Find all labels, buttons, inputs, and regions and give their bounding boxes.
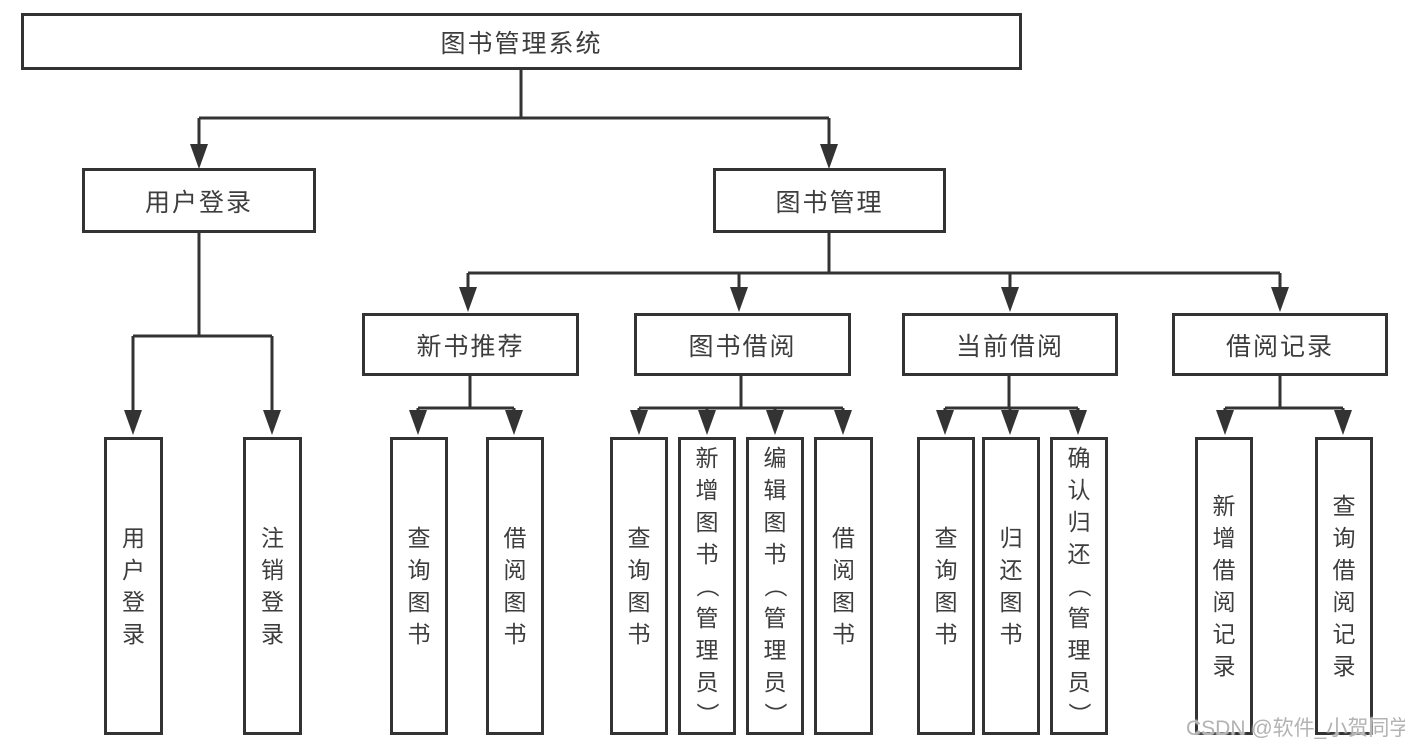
node-label: 借阅图书 xyxy=(832,525,855,647)
node-label: 当前借阅 xyxy=(955,332,1064,361)
node-label: 借阅记录 xyxy=(1225,332,1334,361)
leaf-borrow-borrow-books: 借阅图书 xyxy=(814,437,873,735)
leaf-current-confirm-return-admin: 确认归还（管理员） xyxy=(1050,437,1108,735)
connector-new-book-recommend-branch xyxy=(416,372,516,414)
leaf-borrow-add-books-admin: 新增图书（管理员） xyxy=(678,437,736,735)
node-current-borrow: 当前借阅 xyxy=(902,313,1118,376)
node-book-management: 图书管理 xyxy=(713,168,946,233)
connector-borrow-records-branch xyxy=(1223,372,1345,414)
node-label: 查询图书 xyxy=(407,525,431,647)
node-borrow-records: 借阅记录 xyxy=(1172,313,1388,376)
connector-root-branch xyxy=(197,66,831,148)
node-label: 新书推荐 xyxy=(416,332,525,361)
leaf-logout-login: 注销登录 xyxy=(243,437,302,735)
connector-book-borrow-branch xyxy=(637,372,845,414)
node-label: 注销登录 xyxy=(261,525,284,647)
node-label: 图书管理系统 xyxy=(440,29,603,58)
arrowheads xyxy=(124,144,1352,435)
csdn-watermark: CSDN @软件_小贺同学 xyxy=(1186,717,1405,740)
node-label: 确认归还（管理员） xyxy=(1066,445,1092,726)
node-label: 归还图书 xyxy=(999,525,1023,647)
node-label: 编辑图书（管理员） xyxy=(762,445,788,726)
node-label: 查询借阅记录 xyxy=(1332,493,1356,679)
leaf-current-return-books: 归还图书 xyxy=(982,437,1040,735)
leaf-borrow-query-books: 查询图书 xyxy=(610,437,668,735)
connector-current-borrow-branch xyxy=(943,372,1080,414)
node-label: 新增图书（管理员） xyxy=(694,445,720,726)
node-root-library-system: 图书管理系统 xyxy=(21,13,1022,70)
leaf-borrow-edit-books-admin: 编辑图书（管理员） xyxy=(746,437,804,735)
node-label: 查询图书 xyxy=(627,525,651,647)
leaf-records-add-borrow-record: 新增借阅记录 xyxy=(1195,437,1253,735)
node-label: 图书借阅 xyxy=(688,332,797,361)
node-label: 用户登录 xyxy=(122,525,145,647)
node-user-login: 用户登录 xyxy=(82,168,316,233)
connector-user-login-branch xyxy=(131,230,274,414)
leaf-current-query-books: 查询图书 xyxy=(917,437,975,735)
node-label: 查询图书 xyxy=(934,525,958,647)
leaf-newrec-query-books: 查询图书 xyxy=(390,437,448,735)
node-label: 新增借阅记录 xyxy=(1212,493,1236,679)
node-label: 借阅图书 xyxy=(503,525,527,647)
leaf-records-query-borrow-record: 查询借阅记录 xyxy=(1315,437,1373,735)
node-book-borrow: 图书借阅 xyxy=(634,313,851,376)
node-new-book-recommend: 新书推荐 xyxy=(362,313,579,376)
node-label: 图书管理 xyxy=(775,188,884,217)
leaf-user-login: 用户登录 xyxy=(104,437,163,735)
node-label: 用户登录 xyxy=(144,188,253,217)
leaf-newrec-borrow-books: 借阅图书 xyxy=(486,437,544,735)
connector-book-management-branch xyxy=(466,230,1282,292)
